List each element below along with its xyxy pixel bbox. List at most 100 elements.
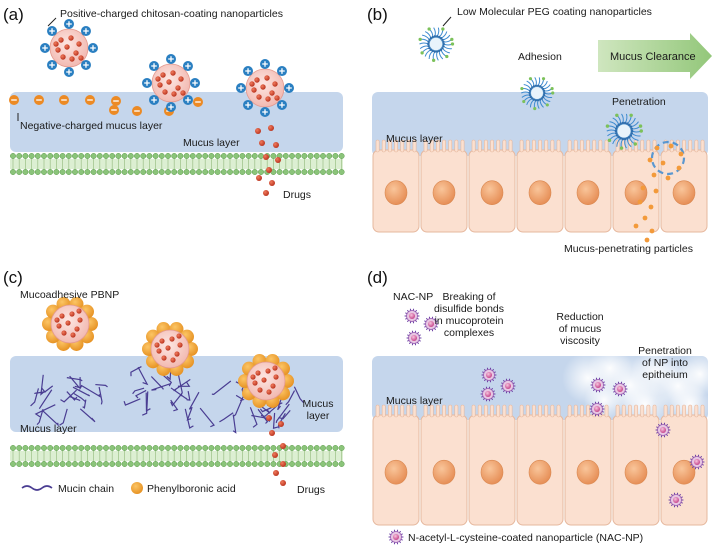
mucin-strand (170, 393, 183, 407)
microvillus (429, 139, 434, 153)
lipid-head (270, 445, 277, 451)
lipid-head (22, 169, 29, 175)
lipid-head (320, 169, 326, 175)
nac-core (593, 405, 601, 413)
nac-core (659, 426, 667, 434)
lipid-head (16, 153, 23, 159)
mucus-layer-label-d: Mucus layer (386, 395, 443, 407)
reduction-line1: Reduction (556, 311, 603, 323)
microvillus (634, 404, 638, 418)
microvillus (477, 139, 482, 153)
lipid-head (158, 153, 165, 159)
lipid-head (127, 445, 134, 451)
microvillus (484, 139, 488, 153)
mucin-strand (42, 410, 59, 427)
nac-core (485, 371, 493, 379)
lipid-head (276, 169, 283, 175)
peg-np-label: Low Molecular PEG coating nanoparticles (457, 6, 652, 18)
microvillus (640, 139, 645, 153)
microvillus (496, 139, 501, 153)
drug-dot (171, 91, 177, 97)
peg-tip (605, 124, 610, 128)
microvillus (454, 139, 459, 153)
lipid-head (28, 461, 35, 467)
lipid-head (158, 445, 165, 451)
microvillus (688, 139, 693, 153)
legend-pba-label: Phenylboronic acid (147, 483, 236, 495)
peg-tip (619, 146, 624, 150)
plus-sign (279, 68, 285, 74)
lipid-head (338, 153, 345, 159)
lipid-head (177, 169, 184, 175)
cell-nucleus (480, 180, 504, 205)
microvillus (406, 404, 411, 418)
peg-anchor (531, 86, 534, 89)
cell-nucleus (528, 180, 552, 205)
microvillus (375, 404, 380, 418)
peg-chain (443, 45, 452, 50)
panel-d-tag: (d) (367, 268, 388, 287)
peg-anchor (623, 121, 627, 125)
lipid-head (121, 169, 128, 175)
peg-anchor (531, 97, 534, 100)
microvillus (652, 139, 657, 153)
penetrating-particle (665, 175, 671, 181)
lipid-head (183, 169, 190, 175)
mucus-layer-label-a: Mucus layer (183, 137, 240, 149)
microvillus (460, 139, 465, 153)
lipid-head (78, 461, 85, 467)
drug-dot (255, 128, 261, 134)
drug-dot (272, 452, 278, 458)
lipid-head (28, 445, 35, 451)
microvillus (544, 139, 549, 153)
mucin-chain-icon (21, 485, 53, 491)
lipid-head (289, 153, 295, 159)
lipid-head (326, 169, 333, 175)
mucin-strand (278, 410, 291, 420)
drug-dot (180, 90, 186, 96)
peg-anchor (431, 49, 435, 53)
panel-a-tag: (a) (3, 5, 24, 24)
cell-nucleus (480, 459, 504, 485)
lipid-head (41, 153, 47, 159)
drug-dot (266, 167, 272, 173)
lipid-head (59, 169, 66, 175)
nac-core (410, 334, 418, 342)
lipid-head (115, 153, 122, 159)
penetrating-particle (644, 237, 650, 243)
drug-dot (272, 81, 278, 87)
lipid-head (165, 461, 171, 467)
lipid-head (289, 169, 295, 175)
mucin-strand (142, 391, 149, 416)
drug-dot (157, 82, 163, 88)
nac-core (504, 382, 512, 390)
peg-anchor (542, 93, 546, 97)
microvillus (381, 404, 386, 418)
drug-dot (177, 342, 183, 348)
plus-sign (66, 21, 72, 27)
nac-core (427, 320, 435, 328)
mucin-strand (257, 408, 269, 424)
mucin-strand (260, 402, 281, 417)
drug-dot (174, 351, 180, 357)
mucin-strand (285, 390, 296, 406)
drug-dot (65, 320, 71, 326)
penetration-d-line1: Penetration (638, 345, 692, 357)
peg-anchor (615, 132, 618, 135)
mucin-strand (95, 383, 108, 388)
microvillus (598, 139, 603, 153)
peg-tip (450, 42, 455, 46)
lipid-head (220, 153, 227, 159)
lipid-head (301, 169, 308, 175)
lipid-head (251, 461, 258, 467)
drug-dot (74, 326, 80, 332)
drug-dot (265, 96, 271, 102)
drug-dot (255, 370, 261, 376)
cell-nucleus (672, 180, 696, 205)
peg-tip (450, 37, 454, 42)
mucus-layer-label-b: Mucus layer (386, 133, 443, 145)
mucin-strand (151, 383, 172, 391)
lipid-head (202, 445, 209, 451)
lipid-head (301, 153, 308, 159)
lipid-head (214, 445, 221, 451)
